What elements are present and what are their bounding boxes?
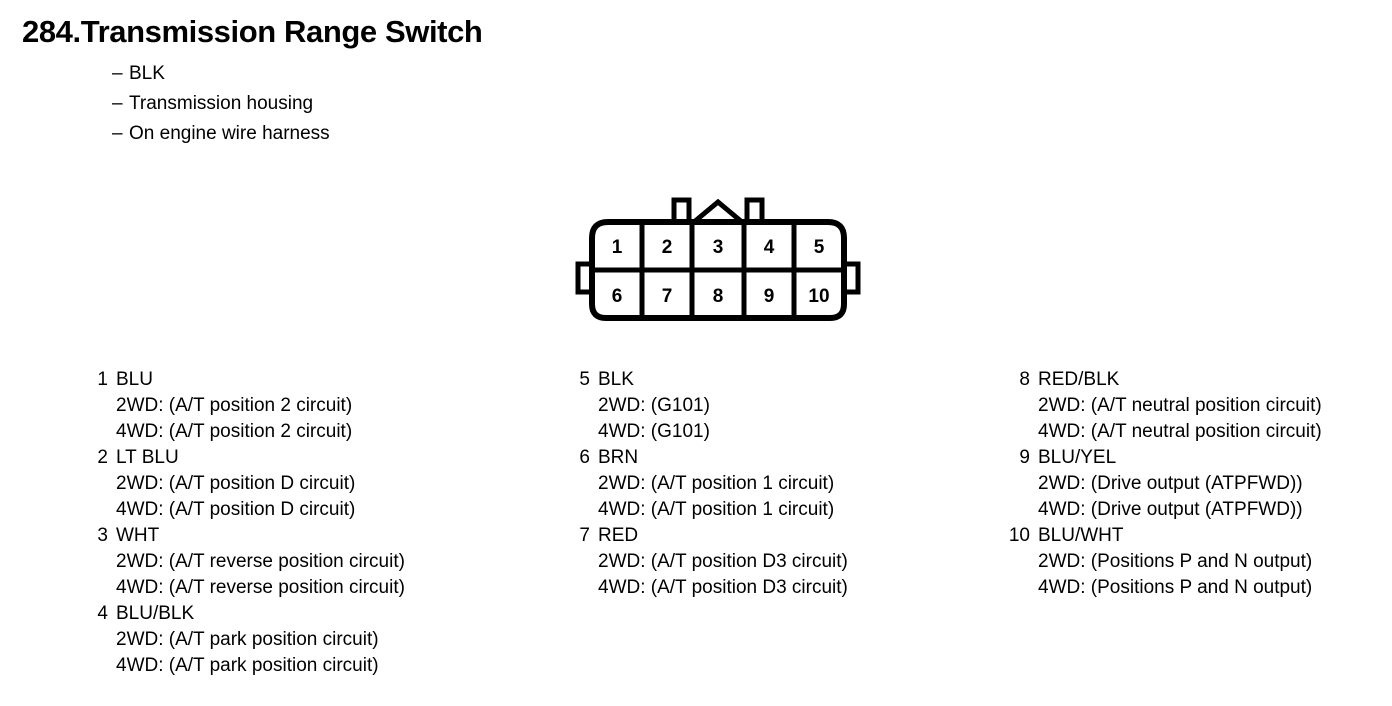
pin-wire-color: RED/BLK <box>1038 369 1120 390</box>
pin-wire-color: WHT <box>116 525 160 546</box>
pin-number: 2 <box>97 447 108 468</box>
pin-circuit-2wd: 2WD: (A/T neutral position circuit) <box>1038 395 1322 416</box>
pin-circuit-2wd: 2WD: (A/T position D circuit) <box>116 473 356 494</box>
pin-wire-color: BLU/YEL <box>1038 447 1117 468</box>
pin-number: 3 <box>97 525 108 546</box>
pin-wire-color: BLU/WHT <box>1038 525 1124 546</box>
pin-entry: 10 BLU/WHT 2WD: (Positions P and N outpu… <box>1008 523 1322 601</box>
pin-header: 3 WHT <box>86 523 405 549</box>
pin-entry: 9 BLU/YEL 2WD: (Drive output (ATPFWD)) 4… <box>1008 445 1322 523</box>
pin-wire-color: BRN <box>598 447 639 468</box>
pin-header: 6 BRN <box>568 445 848 471</box>
pin-number: 6 <box>579 447 590 468</box>
page-header: 284. Transmission Range Switch –BLK –Tra… <box>22 14 483 149</box>
connector-pin-10: 10 <box>808 286 829 307</box>
section-number: 284. <box>22 14 81 49</box>
connector-diagram: 1 2 3 4 5 6 7 8 9 10 <box>568 196 868 328</box>
pin-number: 4 <box>97 603 108 624</box>
pin-wire-color: LT BLU <box>116 447 179 468</box>
pin-circuit-2wd: 2WD: (A/T park position circuit) <box>116 629 379 650</box>
pin-entry: 4 BLU/BLK 2WD: (A/T park position circui… <box>86 601 405 679</box>
connector-pin-3: 3 <box>713 237 724 258</box>
pin-circuit-4wd: 4WD: (A/T position 1 circuit) <box>598 499 835 520</box>
pin-header: 1 BLU <box>86 367 405 393</box>
pin-circuit-4wd: 4WD: (A/T reverse position circuit) <box>116 577 405 598</box>
dash-bullet-icon: – <box>112 93 123 114</box>
pin-circuit-2wd: 2WD: (A/T position 2 circuit) <box>116 395 353 416</box>
header-note-text: Transmission housing <box>129 93 314 114</box>
header-note: –BLK <box>112 59 482 89</box>
pin-circuit-2wd: 2WD: (Positions P and N output) <box>1038 551 1313 572</box>
pin-header: 10 BLU/WHT <box>1008 523 1322 549</box>
pin-number: 8 <box>1019 369 1030 390</box>
connector-pin-1: 1 <box>612 237 623 258</box>
pin-wire-color: BLK <box>598 369 634 390</box>
connector-pin-2: 2 <box>662 237 673 258</box>
connector-pin-4: 4 <box>764 237 775 258</box>
dash-bullet-icon: – <box>112 63 123 84</box>
pin-entry: 6 BRN 2WD: (A/T position 1 circuit) 4WD:… <box>568 445 848 523</box>
pin-header: 7 RED <box>568 523 848 549</box>
pin-circuit-4wd: 4WD: (Positions P and N output) <box>1038 577 1313 598</box>
connector-top-tab-right <box>744 197 765 225</box>
connector-top-tab-left <box>671 197 692 225</box>
pin-legend-column-3: 8 RED/BLK 2WD: (A/T neutral position cir… <box>1008 367 1322 601</box>
header-note: –Transmission housing <box>112 89 482 119</box>
pin-circuit-2wd: 2WD: (A/T position D3 circuit) <box>598 551 848 572</box>
pin-legend-column-2: 5 BLK 2WD: (G101) 4WD: (G101) 6 BRN 2WD:… <box>568 367 848 601</box>
pin-number: 10 <box>1008 525 1030 546</box>
connector-pin-8: 8 <box>713 286 724 307</box>
connector-pin-7: 7 <box>662 286 673 307</box>
pin-legend: 1 BLU 2WD: (A/T position 2 circuit) 4WD:… <box>0 367 1392 697</box>
pin-entry: 1 BLU 2WD: (A/T position 2 circuit) 4WD:… <box>86 367 405 445</box>
section-title: Transmission Range Switch <box>80 14 483 49</box>
pin-circuit-2wd: 2WD: (G101) <box>598 395 710 416</box>
pin-entry: 8 RED/BLK 2WD: (A/T neutral position cir… <box>1008 367 1322 445</box>
pin-circuit-4wd: 4WD: (A/T position D circuit) <box>116 499 356 520</box>
pin-header: 2 LT BLU <box>86 445 405 471</box>
pin-circuit-2wd: 2WD: (A/T reverse position circuit) <box>116 551 405 572</box>
header-note-text: On engine wire harness <box>129 123 330 144</box>
connector-pin-6: 6 <box>612 286 623 307</box>
pin-number: 1 <box>97 369 108 390</box>
pin-circuit-4wd: 4WD: (G101) <box>598 421 710 442</box>
pin-entry: 2 LT BLU 2WD: (A/T position D circuit) 4… <box>86 445 405 523</box>
header-note-text: BLK <box>129 63 165 84</box>
pin-circuit-4wd: 4WD: (Drive output (ATPFWD)) <box>1038 499 1303 520</box>
pin-entry: 5 BLK 2WD: (G101) 4WD: (G101) <box>568 367 848 445</box>
pin-number: 7 <box>579 525 590 546</box>
pin-number: 5 <box>579 369 590 390</box>
pin-number: 9 <box>1019 447 1030 468</box>
pin-wire-color: BLU <box>116 369 153 390</box>
pin-legend-column-1: 1 BLU 2WD: (A/T position 2 circuit) 4WD:… <box>86 367 405 679</box>
pin-entry: 7 RED 2WD: (A/T position D3 circuit) 4WD… <box>568 523 848 601</box>
pin-wire-color: RED <box>598 525 639 546</box>
pin-header: 8 RED/BLK <box>1008 367 1322 393</box>
header-note: –On engine wire harness <box>112 119 482 149</box>
pin-circuit-4wd: 4WD: (A/T position D3 circuit) <box>598 577 848 598</box>
pin-header: 9 BLU/YEL <box>1008 445 1322 471</box>
connector-pin-5: 5 <box>814 237 825 258</box>
connector-outline-svg: 1 2 3 4 5 6 7 8 9 10 <box>575 197 861 321</box>
header-notes: –BLK –Transmission housing –On engine wi… <box>112 59 482 149</box>
pin-circuit-2wd: 2WD: (Drive output (ATPFWD)) <box>1038 473 1303 494</box>
connector-side-tab-right <box>844 261 861 295</box>
pin-header: 5 BLK <box>568 367 848 393</box>
pin-header: 4 BLU/BLK <box>86 601 405 627</box>
pin-circuit-4wd: 4WD: (A/T position 2 circuit) <box>116 421 353 442</box>
pin-circuit-4wd: 4WD: (A/T neutral position circuit) <box>1038 421 1322 442</box>
pin-wire-color: BLU/BLK <box>116 603 195 624</box>
connector-side-tab-left <box>575 261 592 295</box>
page-title: 284. Transmission Range Switch <box>22 14 483 50</box>
pin-circuit-4wd: 4WD: (A/T park position circuit) <box>116 655 379 676</box>
pin-circuit-2wd: 2WD: (A/T position 1 circuit) <box>598 473 835 494</box>
dash-bullet-icon: – <box>112 123 123 144</box>
pin-entry: 3 WHT 2WD: (A/T reverse position circuit… <box>86 523 405 601</box>
connector-pin-9: 9 <box>764 286 775 307</box>
connector-center-peak <box>692 198 744 224</box>
